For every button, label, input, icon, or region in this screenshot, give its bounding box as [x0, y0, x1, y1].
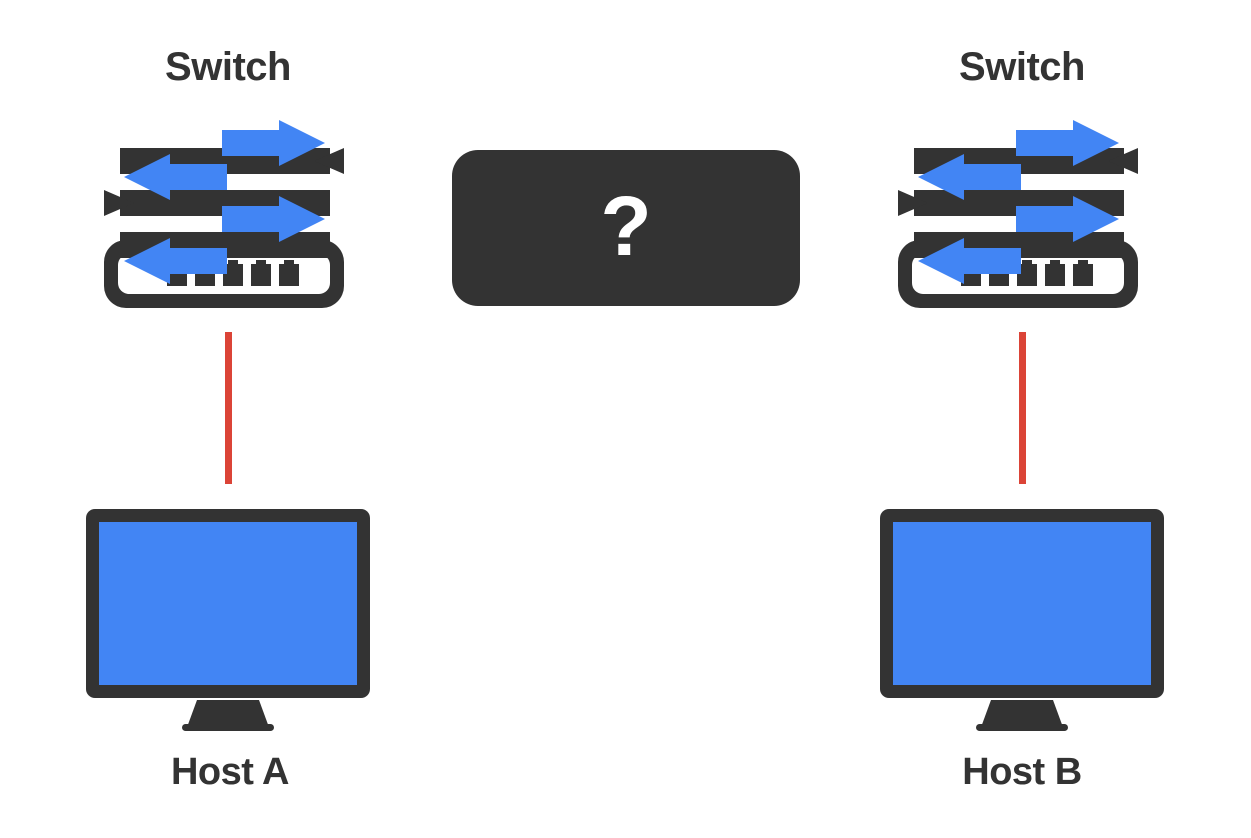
host-b-label: Host B [962, 751, 1082, 793]
monitor-stand [186, 700, 270, 730]
monitor-screen [893, 522, 1151, 685]
switch-arrow-right-1 [1016, 120, 1119, 166]
switch-dark-notch-left [104, 190, 134, 216]
monitor-stand [980, 700, 1064, 730]
switch-arrow-left-1 [124, 154, 227, 200]
switch-arrow-right-2 [1016, 196, 1119, 242]
desktop-monitor-icon[interactable] [878, 507, 1166, 733]
monitor-stand-base [976, 724, 1068, 731]
switch-arrow-left-2 [124, 238, 227, 284]
desktop-monitor-icon[interactable] [84, 507, 372, 733]
monitor-stand-base [182, 724, 274, 731]
switch-dark-notch-left [898, 190, 928, 216]
network-switch-icon[interactable] [82, 112, 367, 312]
link-switch-left-to-host-a [225, 332, 232, 484]
switch-arrow-left-1 [918, 154, 1021, 200]
switch-port-3 [1017, 260, 1037, 286]
switch-arrow-left-2 [918, 238, 1021, 284]
switch-traffic-arrows-group [104, 120, 344, 284]
switch-arrow-right-2 [222, 196, 325, 242]
switch-right-label: Switch [959, 45, 1085, 89]
monitor-screen [99, 522, 357, 685]
switch-arrow-right-1 [222, 120, 325, 166]
switch-port-4 [1045, 260, 1065, 286]
switch-dark-notch-right [1108, 148, 1138, 174]
switch-traffic-arrows-group [898, 120, 1138, 284]
switch-port-5 [1073, 260, 1093, 286]
unknown-path-box[interactable]: ? [452, 150, 800, 306]
switch-port-5 [279, 260, 299, 286]
question-mark-label: ? [600, 179, 652, 273]
switch-port-4 [251, 260, 271, 286]
switch-port-3 [223, 260, 243, 286]
switch-dark-notch-right [314, 148, 344, 174]
link-switch-right-to-host-b [1019, 332, 1026, 484]
switch-left-label: Switch [165, 45, 291, 89]
network-switch-icon[interactable] [876, 112, 1161, 312]
host-a-label: Host A [170, 751, 290, 793]
